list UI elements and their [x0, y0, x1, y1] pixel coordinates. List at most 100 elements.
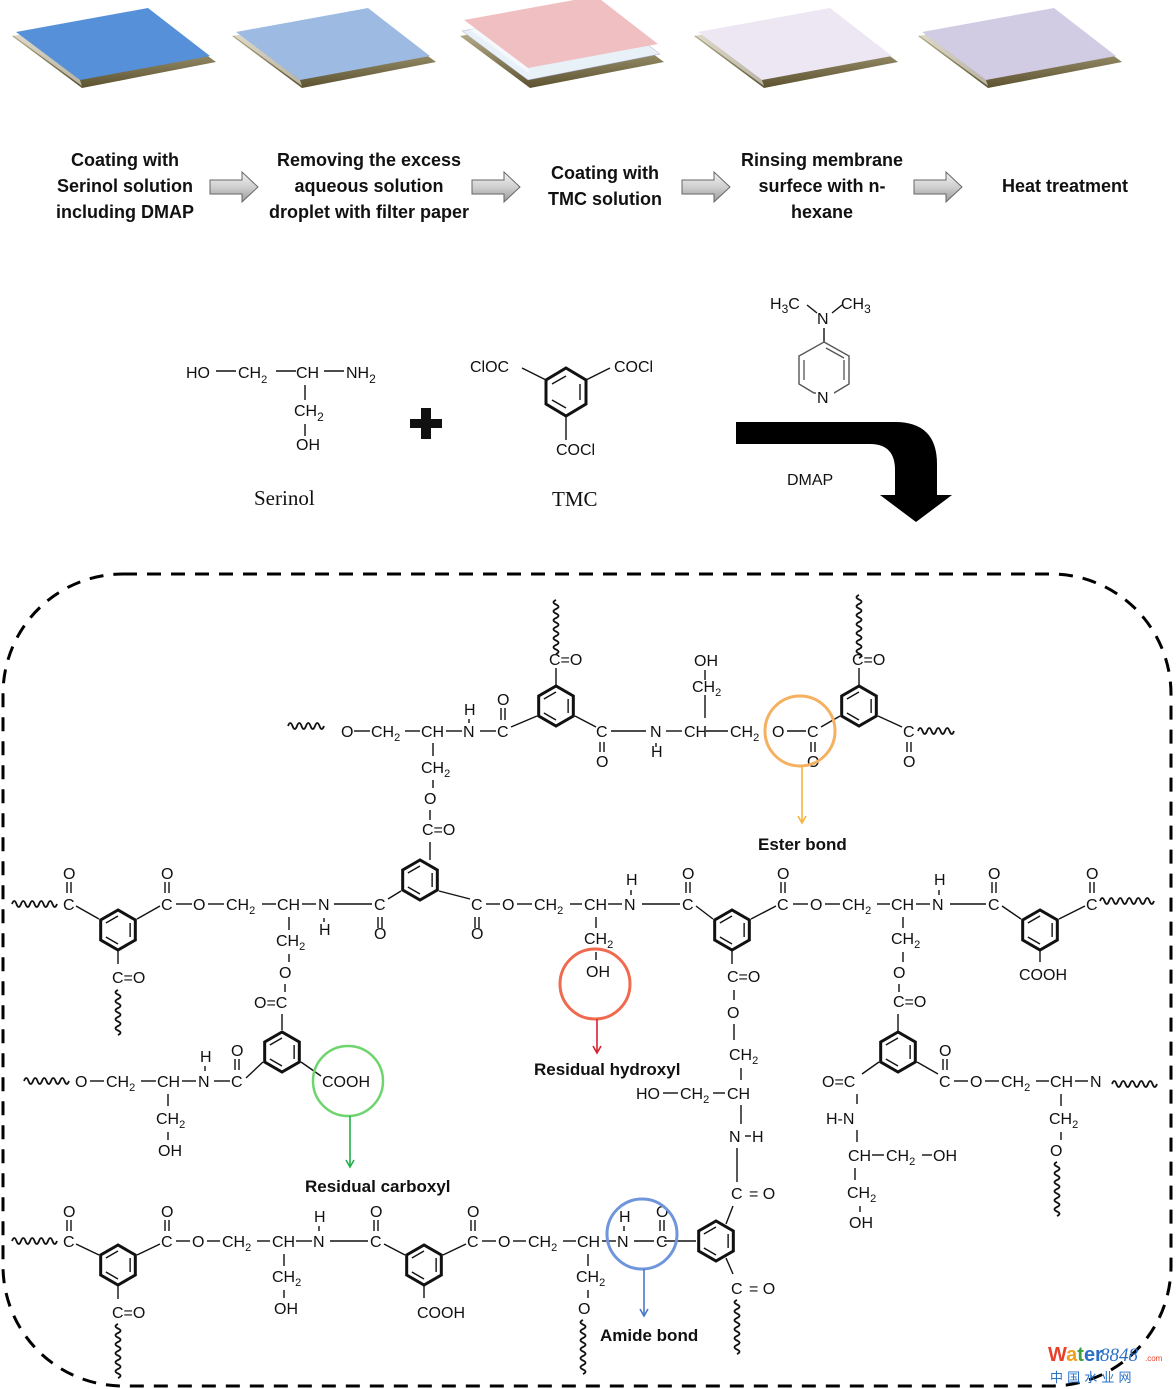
atom-label: N — [318, 897, 330, 914]
atom-label: C — [231, 1074, 243, 1091]
step-arrow-2 — [471, 170, 521, 204]
step-2-line-3: droplet with filter paper — [269, 202, 469, 222]
atom-label: CH — [727, 1086, 750, 1103]
atom-label: COOH — [1019, 967, 1067, 984]
atom-label: CH — [577, 1234, 600, 1251]
atom-label: C — [471, 897, 483, 914]
atom-label: COOH — [417, 1305, 465, 1322]
atom-label: O — [161, 866, 173, 883]
atom-label: CH2 — [584, 931, 613, 951]
step-2-line-2: aqueous solution — [294, 176, 443, 196]
step-5-line-1: Heat treatment — [1002, 176, 1128, 196]
atom-label: O — [1086, 866, 1098, 883]
atom-label: C=O — [422, 822, 455, 839]
atom-label: H — [200, 1049, 212, 1066]
atom-label: N — [650, 724, 662, 741]
serinol-label: Serinol — [254, 486, 315, 510]
atom-label: HO — [636, 1086, 660, 1103]
step-3-line-2: TMC solution — [548, 189, 662, 209]
atom-label: N — [198, 1074, 210, 1091]
atom-label: N — [617, 1234, 629, 1251]
atom-label: CH2 — [847, 1185, 876, 1205]
step-arrow-4 — [913, 170, 963, 204]
atom-label: O — [810, 897, 822, 914]
atom-label: OH — [158, 1143, 182, 1160]
ring-double-bond — [407, 886, 421, 895]
ester-annotation: Ester bond — [758, 694, 847, 854]
atom-label: C=O — [112, 970, 145, 987]
atom-label: C — [731, 1186, 743, 1203]
atom-label: C — [370, 1234, 382, 1251]
benzene-ring-bottom-3 — [697, 1219, 735, 1263]
ring-double-bond — [543, 691, 557, 700]
membrane-edge — [462, 20, 530, 74]
atom-label: H — [619, 1209, 631, 1226]
bond — [438, 890, 471, 900]
watermark-brand: Water — [1048, 1344, 1103, 1366]
serinol-ch: CH — [296, 365, 319, 382]
atom-label: O — [63, 866, 75, 883]
tmc-group-bottom: COCl — [556, 442, 595, 459]
hydroxyl-annotation: Residual hydroxyl — [534, 947, 680, 1079]
atom-label: CH2 — [276, 933, 305, 953]
atom-label: CH — [891, 897, 914, 914]
atom-label: OH — [694, 653, 718, 670]
ring-double-bond — [719, 936, 733, 945]
atom-label: O — [578, 1301, 590, 1318]
atom-label: CH2 — [1001, 1074, 1030, 1094]
ring-double-bond — [105, 1250, 119, 1259]
ring-double-bond — [1027, 936, 1041, 945]
atom-label: CH — [848, 1148, 871, 1165]
step-4-line-1: Rinsing membrane — [741, 150, 903, 170]
wavy-chain-icon — [11, 1237, 58, 1245]
atom-label: O — [192, 1234, 204, 1251]
membrane-sequence — [12, 0, 1122, 88]
amide-highlight-circle — [605, 1197, 679, 1271]
atom-label: O — [939, 1043, 951, 1060]
residual-carboxyl-label: Residual carboxyl — [305, 1177, 451, 1196]
bond — [725, 1257, 734, 1275]
atom-label: C — [903, 724, 915, 741]
atom-label: H — [464, 702, 476, 719]
ring-double-bond — [105, 915, 119, 924]
atom-label: C — [939, 1074, 951, 1091]
ring-double-bond — [105, 936, 119, 945]
atom-label: O — [471, 926, 483, 943]
atom-label: O — [893, 965, 905, 982]
ring-double-bond — [703, 1226, 717, 1235]
bond — [387, 890, 402, 900]
membrane-4 — [694, 8, 898, 88]
atom-label: O — [370, 1204, 382, 1221]
step-arrows — [209, 170, 963, 204]
atom-label: C — [374, 897, 386, 914]
wavy-chain-icon — [23, 1077, 70, 1085]
membrane-edge — [920, 32, 988, 86]
atom-label: CH — [277, 897, 300, 914]
atom-label: CH2 — [842, 897, 871, 917]
ester-highlight-circle — [763, 694, 837, 768]
bond — [695, 905, 714, 920]
watermark-chinese: 中 国 水 业 网 — [1050, 1371, 1132, 1386]
membrane-5 — [918, 8, 1122, 88]
wavy-chain-icon — [11, 900, 58, 908]
membrane-top — [464, 0, 658, 68]
atom-label: OH — [933, 1148, 957, 1165]
atom-label: O — [772, 724, 784, 741]
plus-icon — [410, 408, 442, 439]
bond — [442, 1243, 467, 1256]
dmap-amine-n: N — [817, 311, 829, 328]
membrane-top — [922, 8, 1116, 80]
atom-label: CH — [157, 1074, 180, 1091]
step-1-line-1: Coating with — [71, 150, 179, 170]
ring-double-bond — [269, 1037, 283, 1046]
dmap-ring-n: N — [817, 390, 829, 407]
ester-bond-label: Ester bond — [758, 835, 847, 854]
step-4-line-2: surfece with n- — [758, 176, 885, 196]
ring-double-bond — [411, 1250, 425, 1259]
atom-label: H — [934, 872, 946, 889]
carboxyl-highlight-circle — [311, 1044, 385, 1118]
benzene-ring-row3-2 — [879, 1030, 917, 1074]
bond — [750, 905, 777, 920]
